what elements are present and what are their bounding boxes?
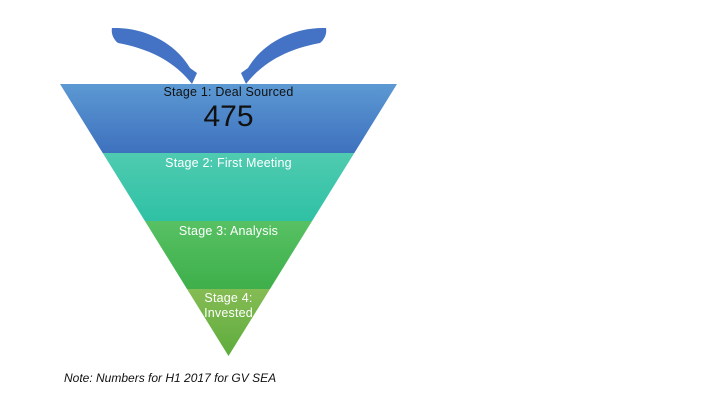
funnel-stage-2-shape [102, 153, 355, 221]
stage-1-value: 475 [203, 100, 254, 133]
stage-label-3: Stage 3: Analysis [178, 224, 279, 238]
curved-arrow-left-icon [111, 27, 197, 85]
footnote: Note: Numbers for H1 2017 for GV SEA [64, 371, 277, 385]
stage-label-1: Stage 1: Deal Sourced [163, 85, 294, 99]
funnel-stage-4-shape [187, 289, 270, 356]
curved-arrow-right-icon [241, 27, 327, 85]
stage-label-2: Stage 2: First Meeting [165, 156, 292, 170]
stage-label-4: Stage 4: Invested [204, 291, 253, 320]
funnel-stage-1-shape [60, 84, 397, 153]
funnel-stage-3-shape [144, 221, 313, 289]
